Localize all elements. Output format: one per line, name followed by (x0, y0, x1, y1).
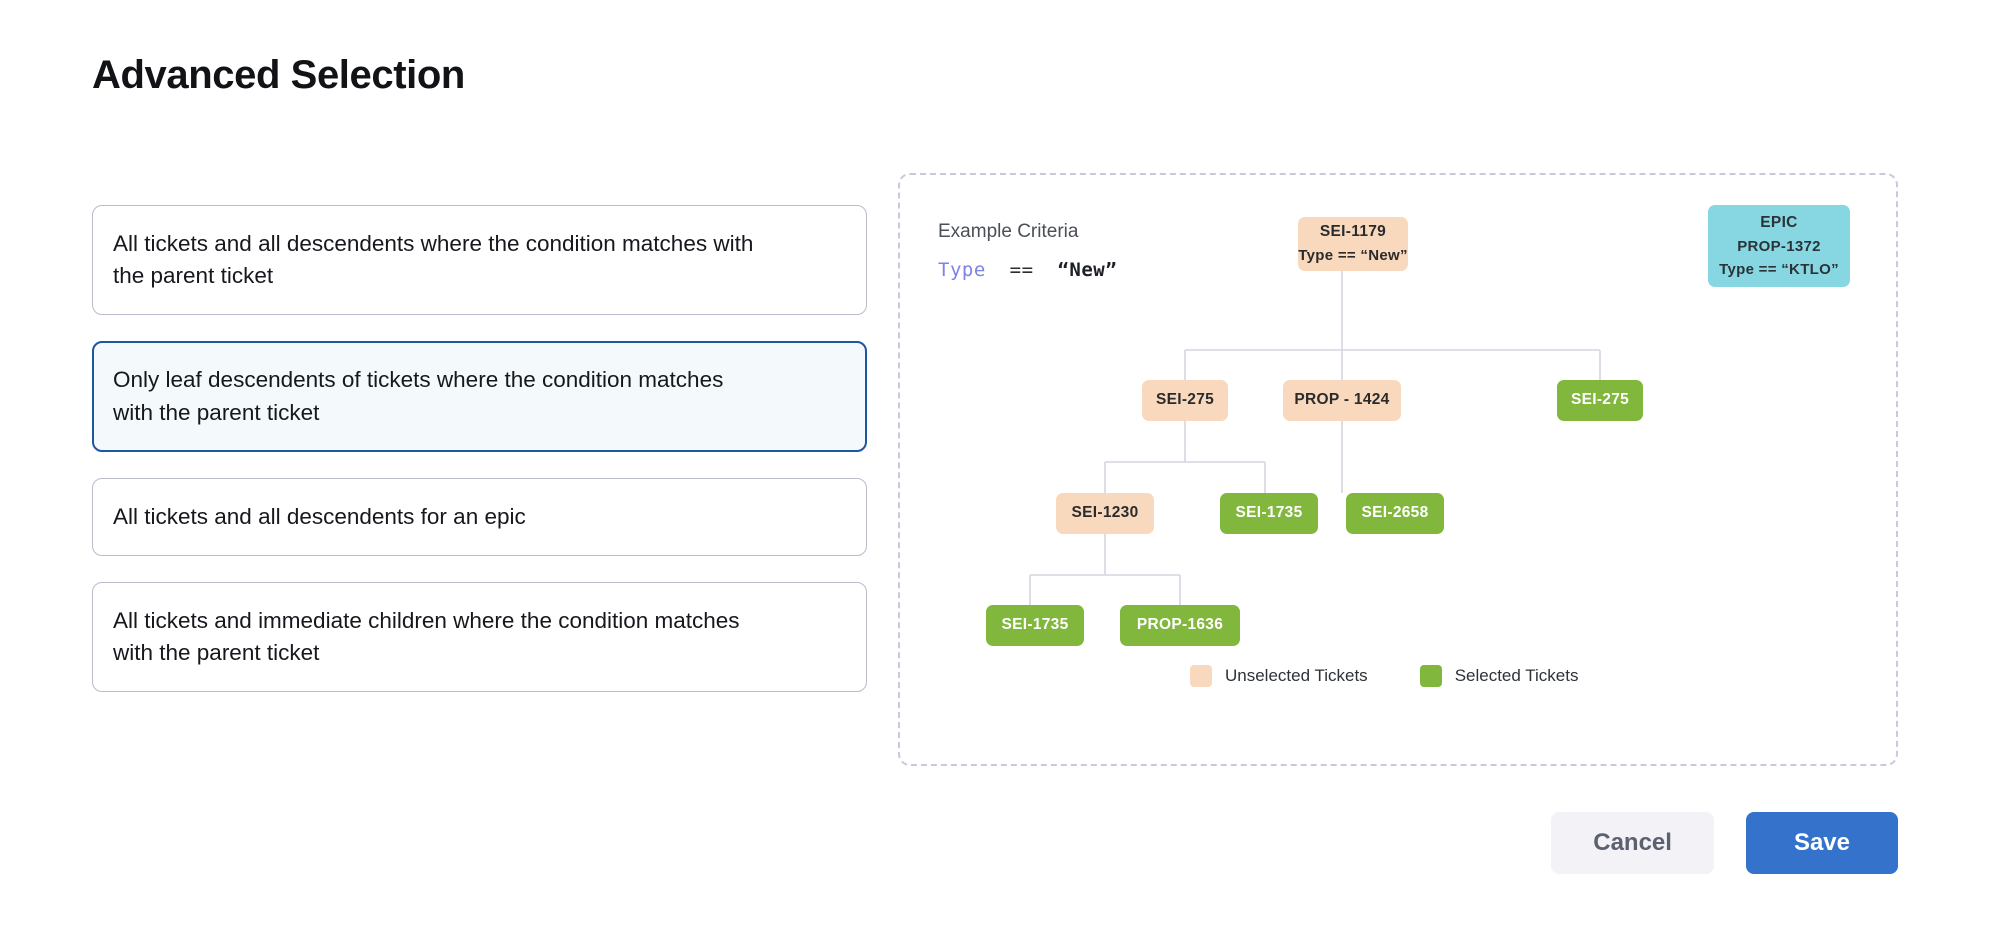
ticket-node-prop-1636[interactable]: PROP-1636 (1120, 605, 1240, 646)
ticket-node-title: SEI-1179 (1319, 223, 1387, 241)
ticket-node-title: SEI-1230 (1071, 504, 1139, 522)
ticket-node-title: SEI-1735 (1235, 504, 1303, 522)
ticket-node-title: SEI-275 (1155, 391, 1215, 409)
option-card-leaf-descendents[interactable]: Only leaf descendents of tickets where t… (92, 341, 867, 452)
ticket-node-epic-prop-1372[interactable]: EPIC PROP-1372 Type == “KTLO” (1708, 205, 1850, 287)
option-card-epic-descendents[interactable]: All tickets and all descendents for an e… (92, 477, 867, 556)
legend-swatch-unselected-icon (1190, 665, 1212, 687)
ticket-node-subtitle: PROP-1372 (1737, 237, 1821, 255)
ticket-node-sei-2658[interactable]: SEI-2658 (1346, 493, 1444, 534)
legend-item-unselected: Unselected Tickets (1190, 665, 1368, 687)
option-label: Only leaf descendents of tickets where t… (113, 367, 724, 425)
ticket-tree: SEI-1179 Type == “New” EPIC PROP-1372 Ty… (900, 175, 1900, 768)
ticket-node-sei-275-left[interactable]: SEI-275 (1142, 380, 1228, 421)
ticket-node-prop-1424[interactable]: PROP - 1424 (1283, 380, 1401, 421)
save-button[interactable]: Save (1745, 812, 1898, 874)
ticket-node-sei-1179[interactable]: SEI-1179 Type == “New” (1298, 217, 1408, 271)
ticket-node-sei-1735-leaf[interactable]: SEI-1735 (986, 605, 1084, 646)
option-label: All tickets and all descendents for an e… (113, 503, 526, 529)
cancel-button[interactable]: Cancel (1551, 812, 1714, 874)
ticket-node-title: PROP-1636 (1136, 616, 1224, 634)
example-diagram-panel: Example Criteria Type == “New” (898, 173, 1898, 766)
ticket-node-title: PROP - 1424 (1294, 391, 1390, 409)
legend-label: Selected Tickets (1454, 666, 1579, 685)
criteria-expression: Type == “New” (938, 259, 1117, 281)
ticket-node-sei-275-right[interactable]: SEI-275 (1557, 380, 1643, 421)
ticket-node-sei-1735-upper[interactable]: SEI-1735 (1220, 493, 1318, 534)
ticket-node-sei-1230[interactable]: SEI-1230 (1056, 493, 1154, 534)
criteria-label: Example Criteria (938, 221, 1079, 242)
ticket-node-title: EPIC (1760, 213, 1798, 231)
ticket-node-title: SEI-2658 (1361, 504, 1429, 522)
legend-item-selected: Selected Tickets (1419, 665, 1579, 687)
criteria-operator: == (1009, 259, 1034, 281)
diagram-legend: Unselected Tickets Selected Tickets (1190, 665, 1578, 687)
selection-options-list: All tickets and all descendents where th… (92, 205, 867, 718)
ticket-node-title: SEI-275 (1570, 391, 1630, 409)
option-card-all-descendents[interactable]: All tickets and all descendents where th… (92, 205, 867, 316)
tree-connectors (1029, 271, 1601, 605)
legend-swatch-selected-icon (1419, 665, 1442, 687)
option-card-immediate-children[interactable]: All tickets and immediate children where… (92, 581, 867, 693)
option-label: All tickets and immediate children where… (113, 607, 740, 666)
legend-label: Unselected Tickets (1225, 666, 1368, 685)
ticket-node-subtitle: Type == “New” (1298, 247, 1408, 265)
page-title: Advanced Selection (92, 53, 465, 97)
ticket-node-title: SEI-1735 (1001, 616, 1069, 634)
ticket-node-condition: Type == “KTLO” (1719, 261, 1839, 278)
option-label: All tickets and all descendents where th… (113, 231, 754, 289)
criteria-field: Type (938, 259, 986, 281)
criteria-value: “New” (1057, 259, 1118, 281)
dialog-footer: Cancel Save (1551, 812, 1898, 874)
